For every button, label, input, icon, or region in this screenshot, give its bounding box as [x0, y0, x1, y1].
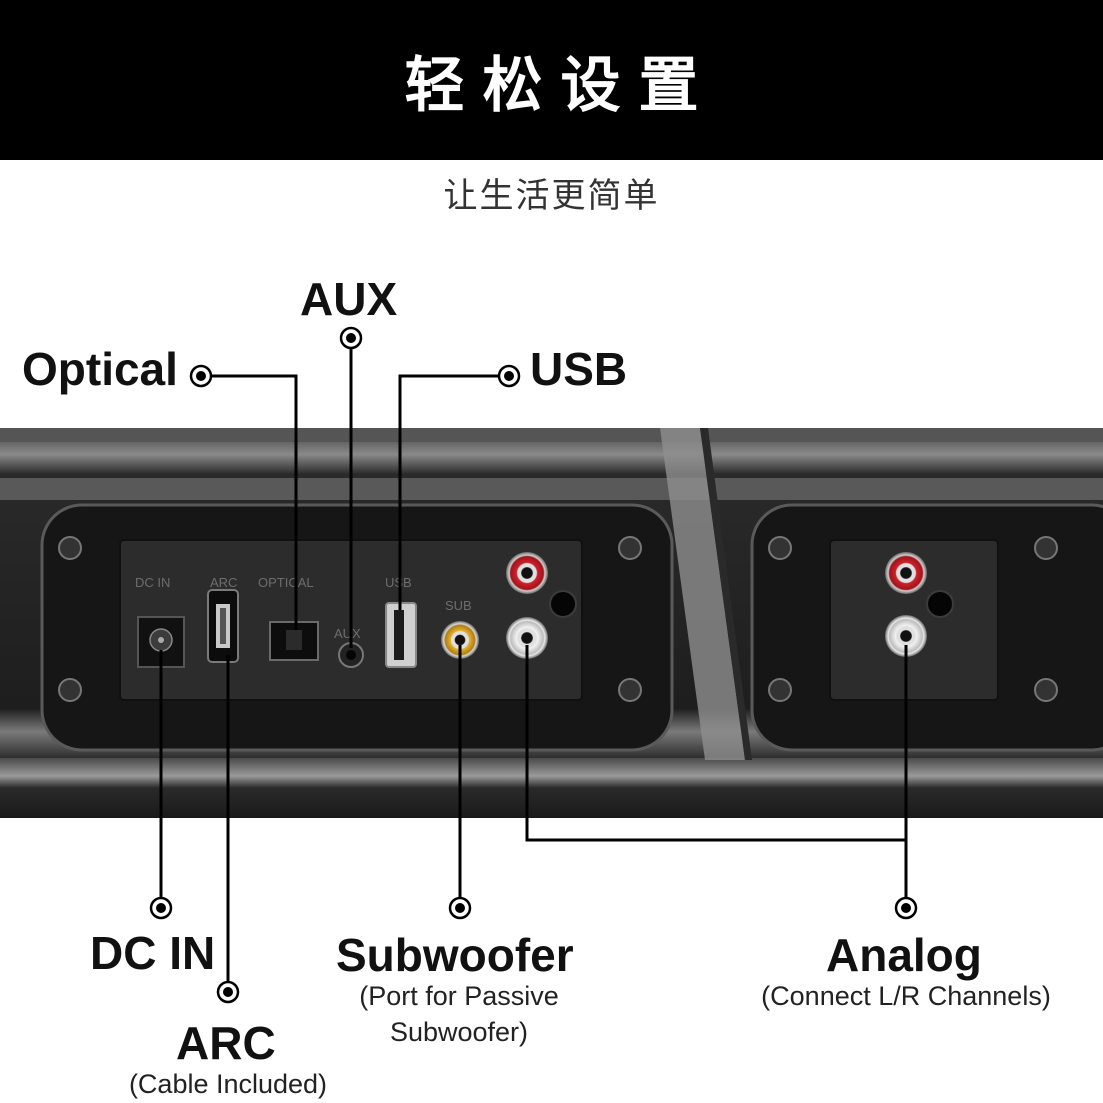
callout-arc: ARC — [176, 1017, 276, 1069]
callout-analog-note: (Connect L/R Channels) — [761, 981, 1051, 1011]
header-title: 轻松设置 — [404, 50, 717, 121]
right-module-red-rca-port — [885, 552, 927, 594]
analog-connector-line — [525, 645, 906, 842]
panel-label-dc-in: DC IN — [135, 575, 170, 590]
callout-subwoofer-note-2: Subwoofer) — [389, 1017, 529, 1047]
aux-dot — [339, 326, 363, 350]
panel-label-arc: ARC — [210, 575, 237, 590]
callout-subwoofer-note-1: (Port for Passive — [359, 981, 559, 1011]
subtitle: 让生活更简单 — [443, 176, 660, 216]
callout-dc-in: DC IN — [90, 927, 216, 979]
subwoofer-dot — [448, 896, 472, 920]
analog-dot — [894, 896, 918, 920]
callout-aux: AUX — [300, 273, 398, 325]
hdmi-arc-port — [207, 589, 239, 663]
panel-label-optical: OPTICAL — [258, 575, 314, 590]
callout-optical: Optical — [22, 343, 178, 395]
optical-dot — [189, 364, 213, 388]
screw-hole — [549, 590, 577, 618]
analog-left-rca-port — [506, 617, 548, 659]
panel-label-aux: AUX — [334, 626, 361, 641]
panel-label-usb: USB — [385, 575, 412, 590]
analog-right-rca-port — [506, 552, 548, 594]
dc-in-dot — [149, 896, 173, 920]
right-port-panel — [750, 503, 1103, 752]
arc-dot — [216, 980, 240, 1004]
optical-port — [269, 621, 319, 661]
aux-port — [338, 642, 364, 668]
screw-hole — [926, 590, 954, 618]
callout-subwoofer: Subwoofer — [336, 929, 574, 981]
subwoofer-rca-port — [441, 621, 479, 659]
optical-connector-line — [201, 374, 298, 630]
panel-label-sub: SUB — [445, 598, 472, 613]
connector-lines — [159, 338, 908, 992]
callout-usb: USB — [530, 343, 628, 395]
right-module-white-rca-port — [885, 615, 927, 657]
header-banner: 轻松设置 — [0, 0, 1103, 160]
usb-connector-line — [398, 374, 509, 610]
usb-dot — [497, 364, 521, 388]
usb-port — [385, 602, 417, 668]
callout-arc-note: (Cable Included) — [128, 1069, 328, 1099]
callout-analog: Analog — [826, 929, 982, 981]
callout-dots — [149, 326, 918, 1004]
